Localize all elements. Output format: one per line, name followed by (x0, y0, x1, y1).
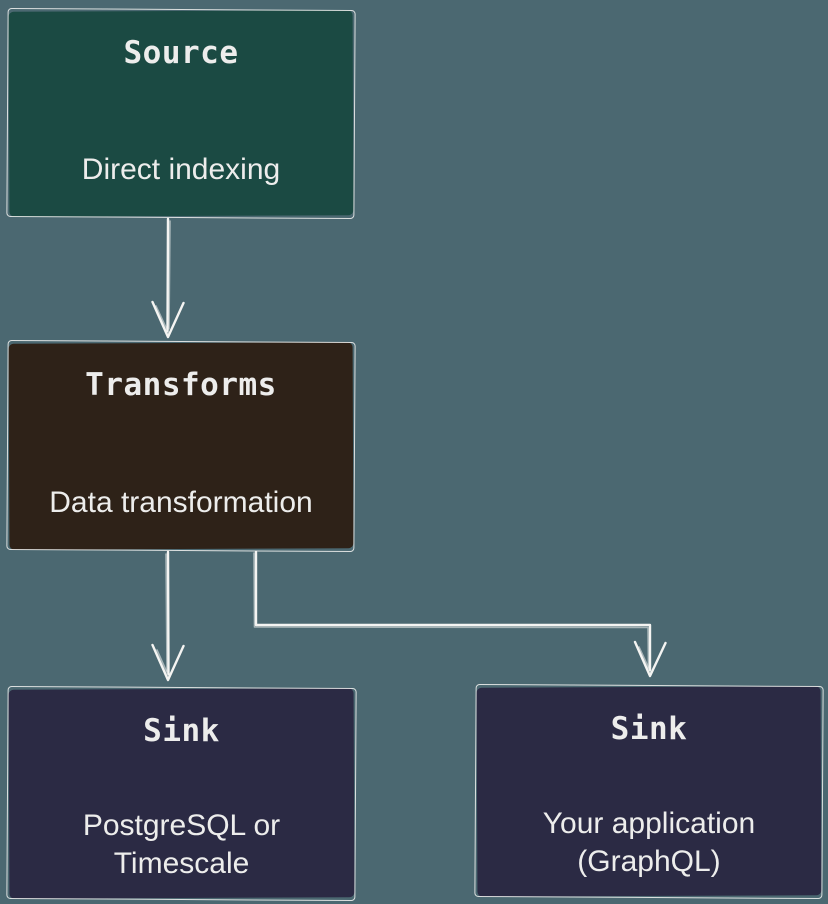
node-sink-postgres-subtitle: PostgreSQL or Timescale (82, 808, 281, 880)
node-sink-app-subtitle: Your application (GraphQL) (542, 806, 756, 878)
node-source-title: Source (123, 35, 239, 71)
node-transforms: Transforms Data transformation (10, 344, 352, 548)
node-sink-app-title: Sink (610, 711, 688, 747)
edge-source-to-transforms (151, 217, 185, 339)
arrowhead-icon (151, 300, 185, 339)
edge-transforms-to-sink-app (253, 550, 667, 678)
arrowhead-icon (151, 643, 185, 682)
edge-transforms-to-sink-postgres (151, 550, 185, 682)
node-transforms-subtitle: Data transformation (49, 485, 313, 519)
node-source-subtitle: Direct indexing (81, 152, 281, 186)
node-sink-postgres: Sink PostgreSQL or Timescale (10, 690, 353, 897)
node-source: Source Direct indexing (10, 12, 352, 215)
node-transforms-title: Transforms (85, 367, 277, 403)
node-sink-app: Sink Your application (GraphQL) (478, 688, 820, 895)
node-sink-postgres-title: Sink (143, 713, 220, 749)
arrowhead-icon (633, 640, 667, 678)
